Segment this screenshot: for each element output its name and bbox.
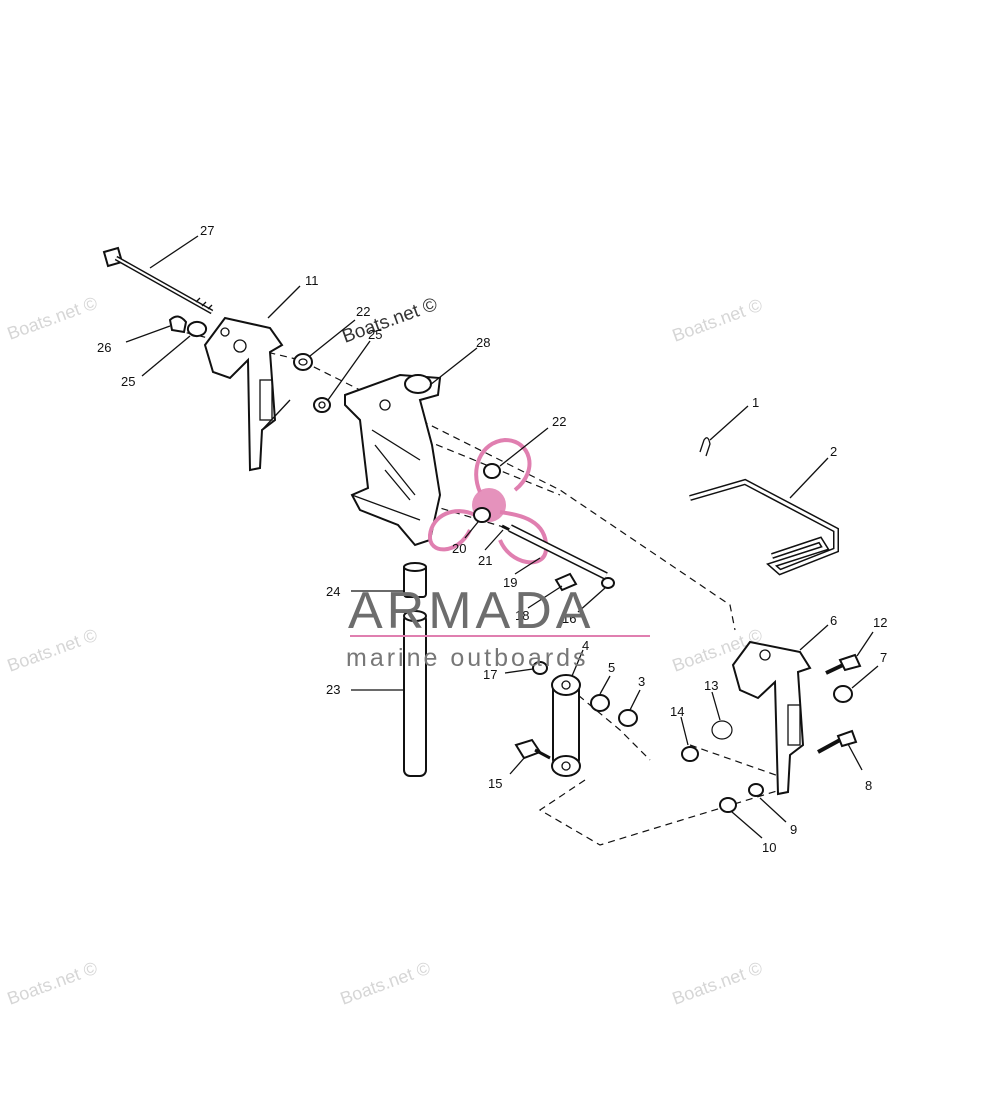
callout-26: 26 — [97, 340, 111, 355]
callout-1: 1 — [752, 395, 759, 410]
rod-19 — [508, 524, 608, 580]
watermark: Boats.net © — [5, 958, 100, 1009]
nut-17 — [532, 661, 548, 675]
left-clamp-bracket-11 — [203, 316, 291, 472]
callout-14: 14 — [670, 704, 684, 719]
leader-lines — [125, 235, 879, 839]
callout-6: 6 — [830, 613, 837, 628]
callout-28: 28 — [476, 335, 490, 350]
watermark: Boats.net © — [670, 958, 765, 1009]
callout-22: 22 — [356, 304, 370, 319]
nut-7 — [833, 685, 853, 703]
callout-25: 25 — [121, 374, 135, 389]
brand-name: ARMADA — [348, 582, 594, 640]
nut-10 — [719, 797, 737, 813]
callout-13: 13 — [704, 678, 718, 693]
nut-14 — [681, 746, 699, 762]
callout-4: 4 — [582, 638, 589, 653]
callout-18: 18 — [515, 608, 529, 623]
callout-2: 2 — [830, 444, 837, 459]
callout-11: 11 — [305, 273, 319, 288]
nut-25-upper — [313, 397, 331, 413]
callout-17: 17 — [483, 667, 497, 682]
tube-23 — [403, 610, 427, 777]
callout-10: 10 — [762, 840, 776, 855]
callout-7: 7 — [880, 650, 887, 665]
callout-21: 21 — [478, 553, 492, 568]
right-clamp-bracket-6 — [731, 640, 812, 796]
washer-22-upper — [293, 353, 313, 371]
callout-20: 20 — [452, 541, 466, 556]
watermark: Boats.net © — [670, 295, 765, 346]
bolt-8 — [817, 729, 858, 754]
callout-25: 25 — [368, 327, 382, 342]
bushing-5 — [590, 694, 610, 712]
callout-24: 24 — [326, 584, 340, 599]
watermark: Boats.net © — [338, 958, 433, 1009]
armada-brand: ARMADA marine outboards — [346, 582, 650, 672]
callout-labels: 1 2 3 4 5 6 7 8 9 10 11 12 13 14 15 16 1… — [97, 223, 887, 855]
propeller-logo-icon — [428, 437, 549, 565]
washer-13 — [711, 720, 733, 740]
callout-19: 19 — [503, 575, 517, 590]
callout-9: 9 — [790, 822, 797, 837]
wire-bracket-2 — [689, 478, 839, 576]
callout-27: 27 — [200, 223, 214, 238]
callout-12: 12 — [873, 615, 887, 630]
pin-21 — [501, 524, 511, 532]
callout-22: 22 — [552, 414, 566, 429]
callout-23: 23 — [326, 682, 340, 697]
long-bolt-27 — [102, 246, 214, 315]
nut-20 — [473, 507, 491, 523]
cylinder-4 — [551, 674, 581, 777]
callout-16: 16 — [562, 611, 576, 626]
watermark: Boats.net © — [5, 625, 100, 676]
washer-9 — [748, 783, 764, 797]
bolt-12 — [825, 653, 862, 675]
bushing-24 — [403, 562, 427, 598]
nut-3 — [618, 709, 638, 727]
callout-8: 8 — [865, 778, 872, 793]
bolt-15 — [514, 738, 551, 760]
swivel-bracket-28 — [344, 373, 442, 547]
callout-15: 15 — [488, 776, 502, 791]
washer-22-lower — [483, 463, 501, 479]
cap-nut-left — [168, 315, 208, 338]
brand-tagline: marine outboards — [346, 644, 589, 672]
callout-3: 3 — [638, 674, 645, 689]
watermark: Boats.net © — [5, 293, 100, 344]
clip-1 — [699, 437, 711, 457]
nut-16 — [601, 577, 615, 589]
callout-5: 5 — [608, 660, 615, 675]
